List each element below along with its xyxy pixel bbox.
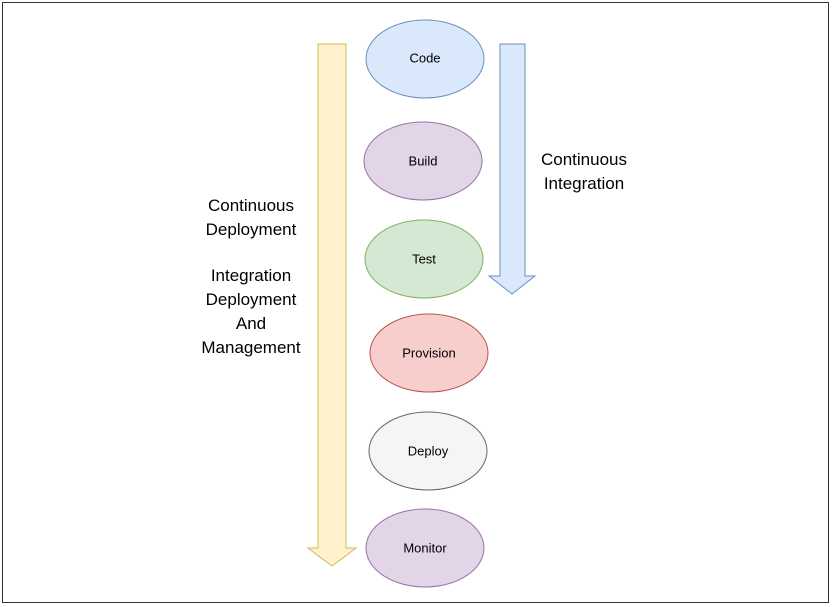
continuous-deployment-arrow (306, 43, 358, 567)
stage-build-ellipse (363, 121, 483, 201)
continuous-deployment-sub-line1: Integration (210, 266, 292, 285)
stage-monitor[interactable]: Monitor (365, 508, 485, 588)
continuous-deployment-sub-line3: And (235, 314, 267, 333)
stage-provision[interactable]: Provision (369, 313, 489, 393)
continuous-deployment-sub-line2: Deployment (205, 290, 297, 309)
stage-test-label: Test (412, 251, 436, 266)
continuous-integration-label: Continuous Integration (524, 148, 644, 196)
continuous-integration-line2: Integration (543, 174, 625, 193)
stage-code-ellipse (365, 19, 485, 99)
stage-code[interactable]: Code (365, 19, 485, 99)
stage-deploy[interactable]: Deploy (368, 411, 488, 491)
stage-build[interactable]: Build (363, 121, 483, 201)
stage-code-label: Code (409, 50, 440, 65)
stage-deploy-ellipse (368, 411, 488, 491)
stage-test-ellipse (364, 219, 484, 299)
continuous-deployment-title-line1: Continuous (207, 196, 294, 215)
continuous-integration-arrow (487, 43, 537, 295)
continuous-deployment-subtitle: Integration Deployment And Management (176, 264, 326, 360)
stage-deploy-label: Deploy (408, 443, 449, 458)
stage-monitor-ellipse (365, 508, 485, 588)
stage-test[interactable]: Test (364, 219, 484, 299)
stage-provision-label: Provision (402, 345, 455, 360)
stage-build-label: Build (409, 153, 438, 168)
continuous-integration-line1: Continuous (540, 150, 627, 169)
stage-monitor-label: Monitor (403, 540, 447, 555)
stage-provision-ellipse (369, 313, 489, 393)
continuous-deployment-sub-line4: Management (201, 338, 301, 357)
continuous-deployment-title-line2: Deployment (205, 220, 297, 239)
continuous-deployment-title: Continuous Deployment (186, 194, 316, 242)
